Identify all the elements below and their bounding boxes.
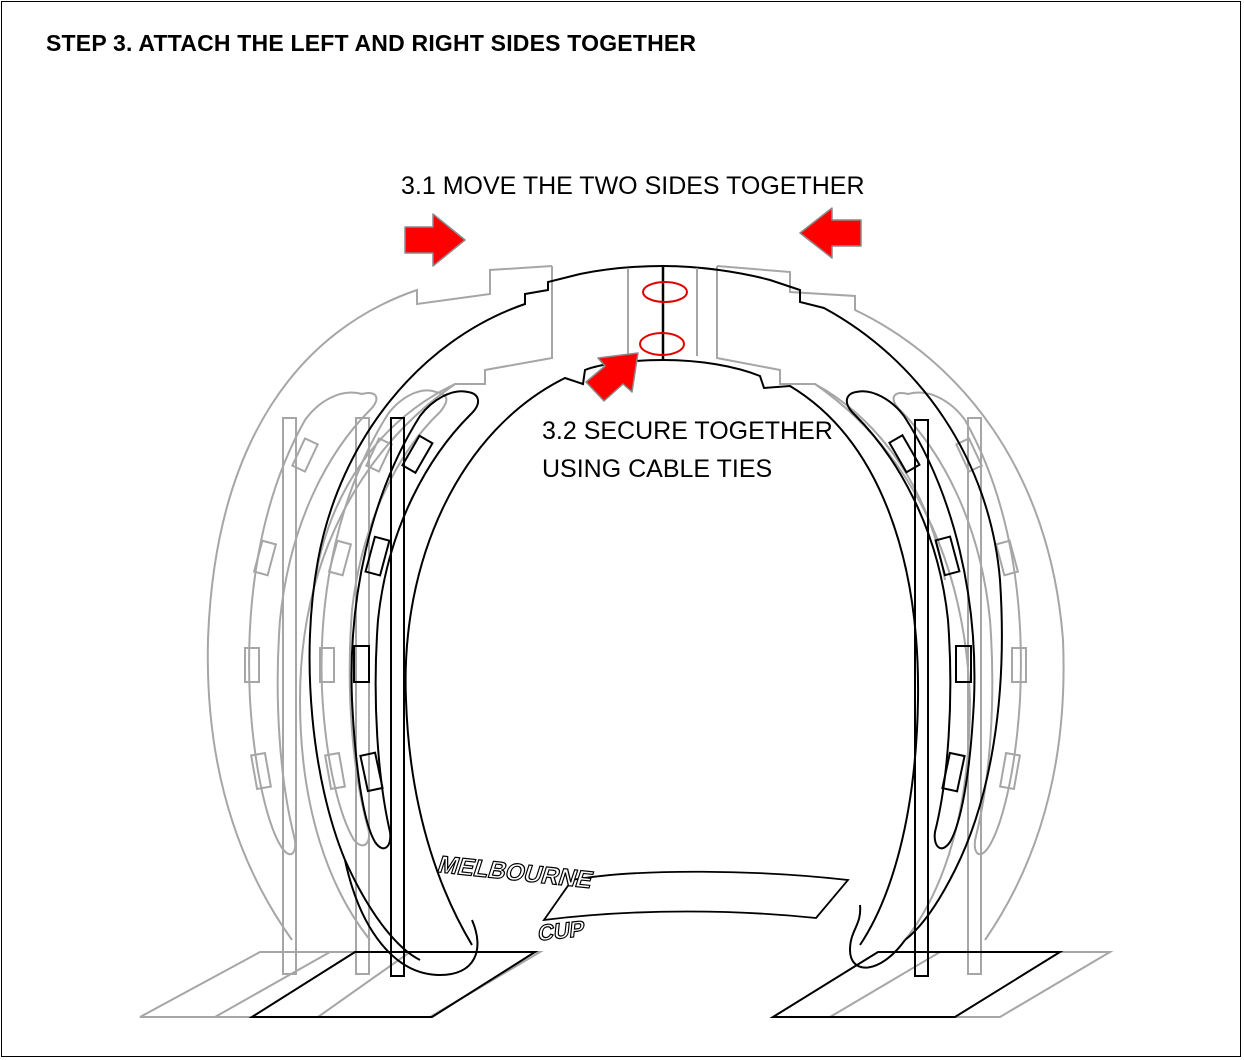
arch-left-post — [390, 417, 405, 977]
direction-arrows — [404, 207, 862, 402]
ghost-right-post-1 — [967, 417, 982, 975]
sign-text-line-2: CUP — [537, 916, 586, 946]
arch-right-slots — [888, 433, 972, 793]
ghost-left-slots — [244, 437, 394, 791]
ghost-left-inner-contour — [298, 383, 456, 941]
arch-left-outer-contour — [308, 265, 664, 961]
ghost-right-inner-contour — [814, 383, 972, 941]
ghost-left-base-line-1 — [214, 951, 331, 1018]
arch-left-strip — [350, 390, 479, 850]
arch-left-slots — [353, 434, 434, 793]
assembled-arch — [248, 265, 1064, 1018]
ghost-right-outer-contour — [716, 265, 1065, 941]
step-3-1-label: 3.1 MOVE THE TWO SIDES TOGETHER — [401, 172, 865, 200]
ghost-left-top-panel — [314, 266, 553, 581]
ghost-sides — [139, 265, 1114, 1018]
arch-left-inner-contour — [404, 359, 664, 946]
ghost-right-slots — [954, 437, 1027, 791]
ghost-left-base-line-2 — [317, 951, 411, 1018]
cable-ties — [639, 281, 688, 356]
arch-right-inner-contour — [662, 359, 920, 946]
step-title: STEP 3. ATTACH THE LEFT AND RIGHT SIDES … — [46, 30, 697, 56]
step-3-2-line-2: USING CABLE TIES — [542, 455, 773, 483]
cable-tie-top — [642, 281, 688, 303]
arch-right-base-plate — [769, 951, 1064, 1018]
arch-right-outer-contour — [662, 265, 1003, 941]
arch-right-leg-foot — [848, 904, 906, 969]
arrow-left-icon — [799, 207, 862, 259]
arrow-up-right-icon — [585, 352, 639, 402]
arch-center-panel-outline — [627, 268, 698, 356]
arrow-right-icon — [404, 213, 466, 267]
arch-left-base-plate — [248, 951, 539, 1018]
melbourne-cup-sign: MELBOURNE CUP — [434, 851, 850, 946]
arch-left-leg-foot — [344, 859, 479, 977]
step-3-2-line-1: 3.2 SECURE TOGETHER — [542, 417, 833, 445]
ghost-left-post-2 — [355, 417, 370, 975]
ghost-left-strip-1 — [248, 391, 378, 856]
cable-tie-bottom — [639, 332, 685, 356]
step-3-2-label: 3.2 SECURE TOGETHER USING CABLE TIES — [542, 412, 833, 488]
ghost-right-top-panel — [716, 266, 946, 581]
sign-board — [542, 870, 850, 922]
ghost-left-post-1 — [282, 417, 297, 975]
ghost-left-outer-contour — [206, 265, 553, 941]
ghost-left-strip-2 — [320, 389, 448, 847]
arch-right-strip — [845, 390, 976, 850]
sign-text-line-1: MELBOURNE — [434, 852, 596, 894]
ghost-right-strip-1 — [892, 391, 1022, 856]
arch-right-post — [914, 419, 929, 977]
